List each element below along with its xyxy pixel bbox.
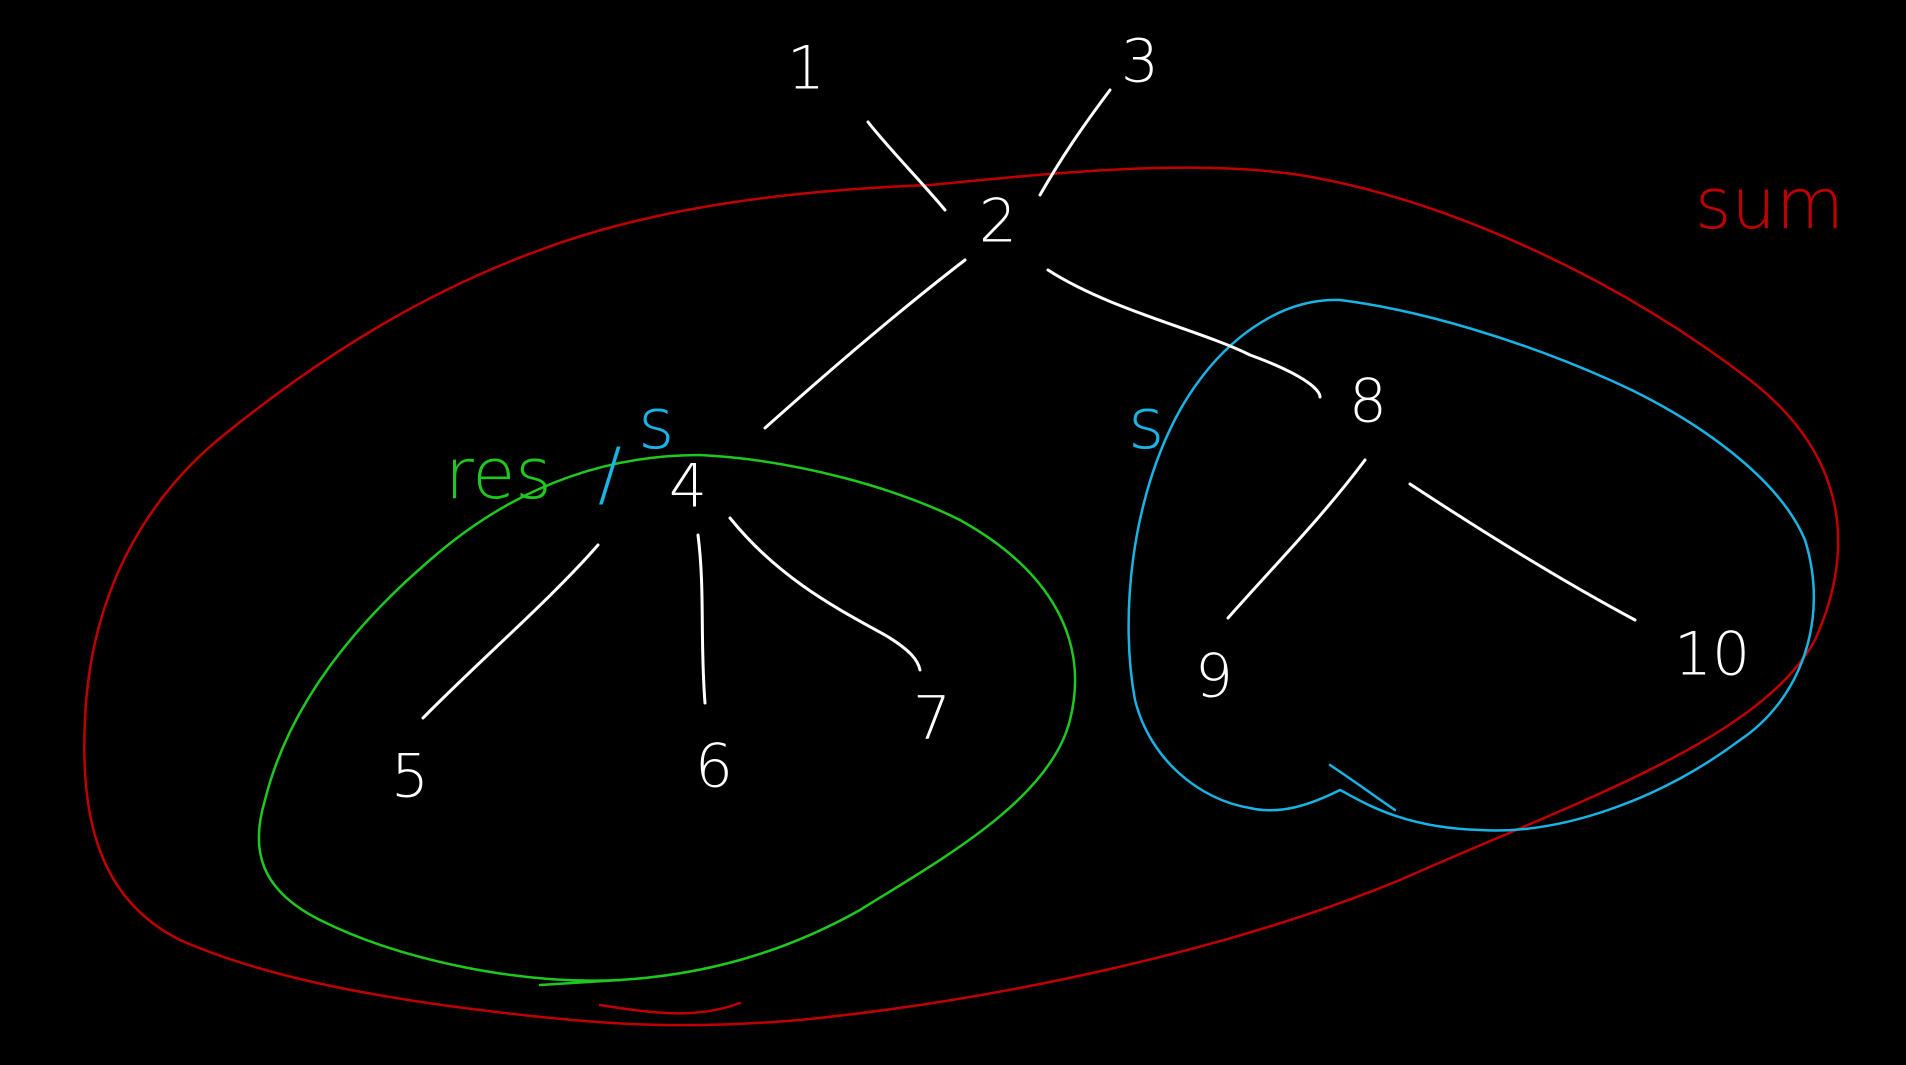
- edge-4-7: [728, 516, 922, 672]
- sum-outline: [83, 166, 1840, 1027]
- edge-3-2: [1038, 88, 1112, 197]
- sum-outline-tail: [598, 1001, 742, 1015]
- s-left-label: s: [638, 383, 674, 465]
- edges: [421, 88, 1637, 720]
- res-label: res: [445, 433, 552, 515]
- node-10: 10: [1674, 620, 1750, 690]
- edge-4-6: [696, 533, 707, 705]
- edge-8-10: [1408, 482, 1637, 622]
- node-4: 4: [669, 452, 707, 522]
- node-9: 9: [1195, 642, 1233, 712]
- s-outline: [1127, 298, 1816, 832]
- edge-2-8: [1046, 268, 1322, 399]
- node-2: 2: [979, 187, 1017, 257]
- node-7: 7: [913, 684, 951, 754]
- edge-1-2: [866, 120, 947, 212]
- node-1: 1: [787, 34, 825, 104]
- s-right-label: s: [1128, 383, 1164, 465]
- nodes: 1 2 3 4 5 6 7 8 9 10: [391, 27, 1750, 812]
- res-outline-tail: [538, 978, 622, 987]
- s-outline-tail: [1328, 763, 1397, 812]
- node-6: 6: [695, 732, 733, 802]
- edge-8-9: [1226, 458, 1367, 620]
- slash-label: /: [598, 433, 622, 515]
- node-8: 8: [1349, 367, 1387, 437]
- edge-4-5: [421, 543, 600, 720]
- edge-2-4: [763, 258, 967, 430]
- node-3: 3: [1121, 27, 1159, 97]
- annotations: sum res / s s: [445, 163, 1844, 515]
- sum-label: sum: [1695, 163, 1844, 245]
- node-5: 5: [391, 742, 429, 812]
